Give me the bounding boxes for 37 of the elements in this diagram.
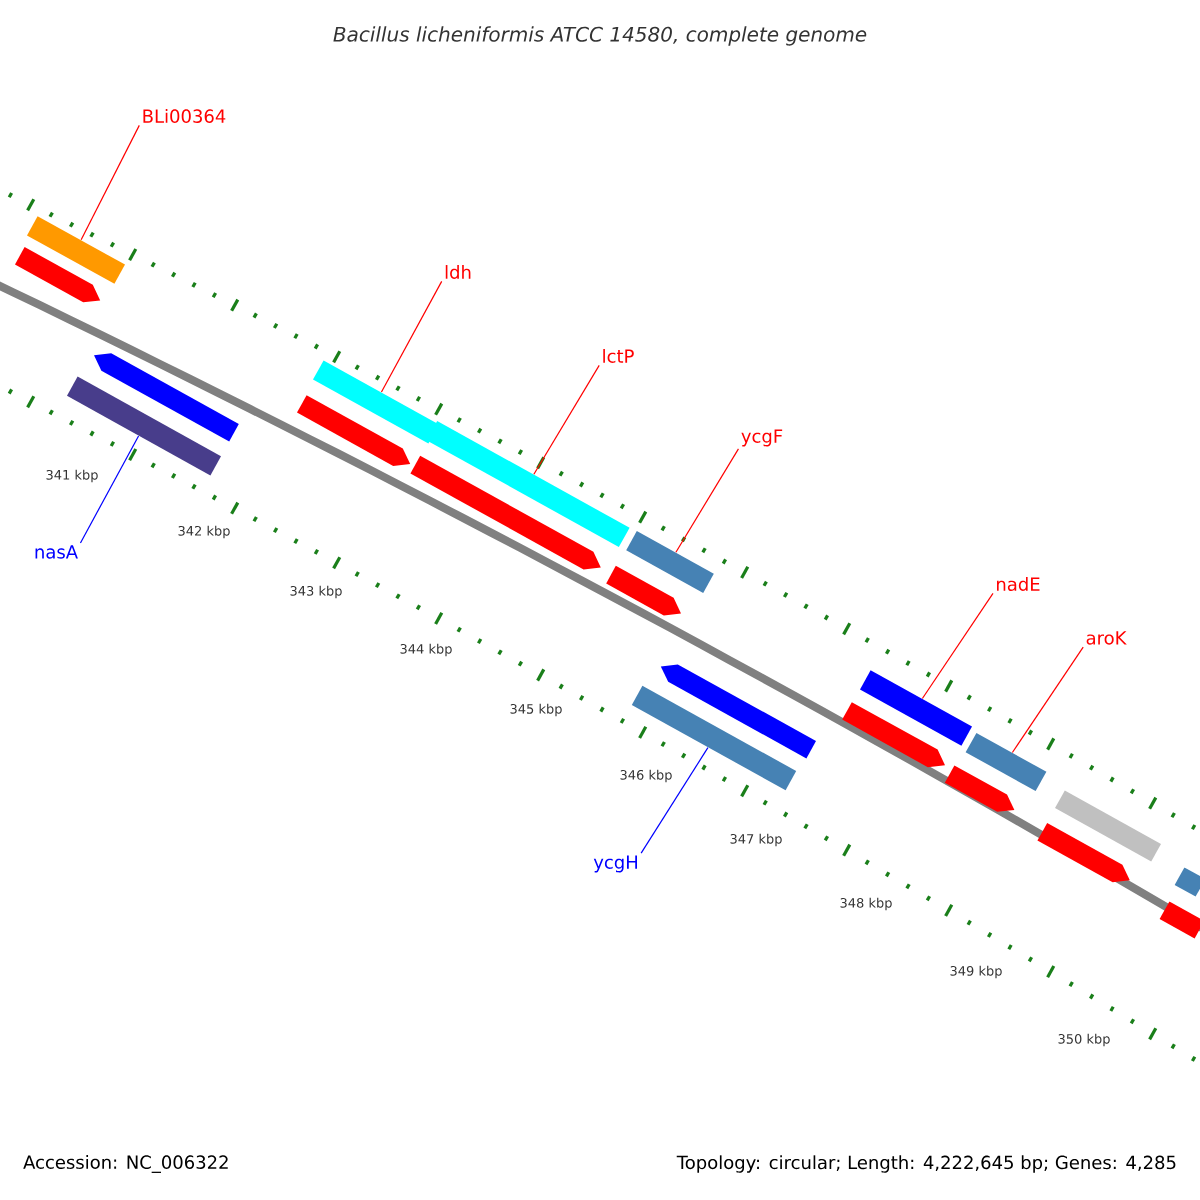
leader-line	[640, 747, 709, 854]
leader-line	[921, 592, 994, 700]
gene-bar	[860, 670, 972, 746]
leader-line	[80, 124, 140, 241]
gene-bar	[1037, 823, 1130, 883]
gene-label: lctP	[603, 349, 634, 363]
title: Bacillus licheniformis ATCC 14580, complete genome	[333, 26, 867, 46]
gene-bar	[626, 531, 714, 593]
leader-line	[675, 448, 740, 553]
gene-label: nasA	[35, 545, 78, 559]
gene-bar	[965, 733, 1047, 791]
leader-line	[79, 435, 140, 544]
accession-text: Accession: NC_006322	[23, 1155, 228, 1173]
gene-label: ycgH	[593, 855, 637, 873]
gene-bar	[313, 360, 439, 444]
leader-line	[533, 364, 600, 475]
gene-label: BLi00364	[143, 109, 226, 123]
gene-bar	[606, 565, 681, 616]
gene-bar	[426, 421, 630, 547]
gene-bar	[27, 216, 125, 284]
gene-bar	[842, 702, 945, 768]
gene-bar	[297, 395, 411, 466]
gene-bar	[1174, 867, 1200, 897]
gene-label: ycgF	[741, 429, 783, 447]
gene-bar	[660, 664, 816, 759]
genome-info-text: Topology: circular; Length: 4,222,645 bp; Genes: 4,285	[676, 1155, 1176, 1173]
gene-bar	[94, 353, 239, 442]
gene-label: ldh	[445, 265, 471, 279]
gene-bar	[1055, 790, 1161, 862]
gene-bar	[410, 455, 601, 570]
leader-line	[1011, 646, 1084, 754]
gene-bar	[1159, 901, 1200, 939]
gene-bar	[944, 765, 1015, 812]
gene-label: aroK	[1086, 631, 1127, 645]
gene-label: nadE	[997, 577, 1040, 591]
leader-line	[380, 280, 443, 393]
gene-bar	[15, 247, 101, 303]
